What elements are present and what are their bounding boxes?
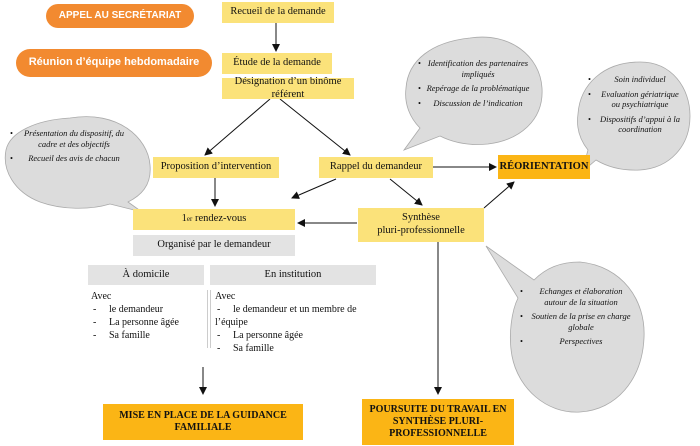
rdv-superscript: er	[186, 215, 193, 224]
arrow-designation-proposition	[204, 98, 271, 156]
institution-list-item: La personne âgée	[215, 329, 381, 342]
bubble-bottom-item: Soutien de la prise en charge globale	[520, 311, 634, 332]
arrow-designation-rappel	[279, 98, 351, 156]
appel-secretariat-pill: APPEL AU SECRÉTARIAT	[46, 4, 194, 28]
rdv-prefix: 1	[181, 213, 187, 225]
bubble-right-item: Soin individuel	[588, 74, 684, 85]
synthese-box: Synthèse pluri-professionnelle	[358, 208, 484, 242]
bubble-left-text: Présentation du dispositif, du cadre et …	[10, 128, 130, 168]
domicile-list-item: le demandeur	[91, 303, 207, 316]
poursuite-synthese-box: POURSUITE DU TRAVAIL EN SYNTHÈSE PLURI-P…	[362, 399, 514, 445]
bubble-left-item: Recueil des avis de chacun	[10, 153, 130, 164]
recueil-demande-box: Recueil de la demande	[222, 2, 334, 23]
domicile-list-heading: Avec	[91, 291, 112, 302]
domicile-header: À domicile	[88, 265, 204, 285]
reunion-equipe-pill: Réunion d’équipe hebdomadaire	[16, 49, 212, 77]
bubble-top-item: Discussion de l’indication	[418, 98, 530, 109]
bubble-top-text: Identification des partenaires impliqués…	[418, 58, 530, 112]
arrow-rappel-synthese	[389, 178, 423, 206]
rdv-suffix: rendez-vous	[192, 213, 247, 225]
bubble-bottom-item: Perspectives	[520, 336, 634, 347]
bubble-top-item: Identification des partenaires impliqués	[418, 58, 530, 79]
proposition-intervention-box: Proposition d’intervention	[153, 157, 279, 178]
domicile-list-item: Sa famille	[91, 329, 207, 342]
bubble-bottom-text: Echanges et élaboration autour de la sit…	[520, 286, 634, 351]
bubble-right-text: Soin individuel Evaluation gériatrique o…	[588, 74, 684, 139]
synthese-line2: pluri-professionnelle	[377, 225, 465, 236]
bubble-right-item: Dispositifs d’appui à la coordination	[588, 114, 684, 135]
reorientation-box: RÉORIENTATION	[498, 155, 590, 179]
arrow-synthese-reorientation	[483, 181, 515, 209]
organise-demandeur-box: Organisé par le demandeur	[133, 235, 295, 256]
institution-list-item: le demandeur et un membre de l’équipe	[215, 303, 381, 329]
institution-list-heading: Avec	[215, 291, 236, 302]
rappel-demandeur-box: Rappel du demandeur	[319, 157, 433, 178]
domicile-list: Avec le demandeur La personne âgée Sa fa…	[88, 290, 208, 348]
institution-list: Avec le demandeur et un membre de l’équi…	[210, 290, 381, 354]
synthese-line1: Synthèse	[402, 212, 440, 224]
guidance-familiale-box: MISE EN PLACE DE LA GUIDANCE FAMILIALE	[103, 404, 303, 440]
arrow-rappel-back	[291, 178, 337, 199]
designation-binome-box: Désignation d’un binôme référent	[222, 76, 354, 100]
institution-header: En institution	[210, 265, 376, 285]
etude-demande-box: Étude de la demande	[222, 53, 332, 74]
bubble-left-item: Présentation du dispositif, du cadre et …	[10, 128, 130, 149]
domicile-list-item: La personne âgée	[91, 316, 207, 329]
bubble-bottom-item: Echanges et élaboration autour de la sit…	[520, 286, 634, 307]
institution-list-item: Sa famille	[215, 342, 381, 355]
bubble-top-item: Repérage de la problématique	[418, 83, 530, 94]
bubble-right-item: Evaluation gériatrique ou psychiatrique	[588, 89, 684, 110]
